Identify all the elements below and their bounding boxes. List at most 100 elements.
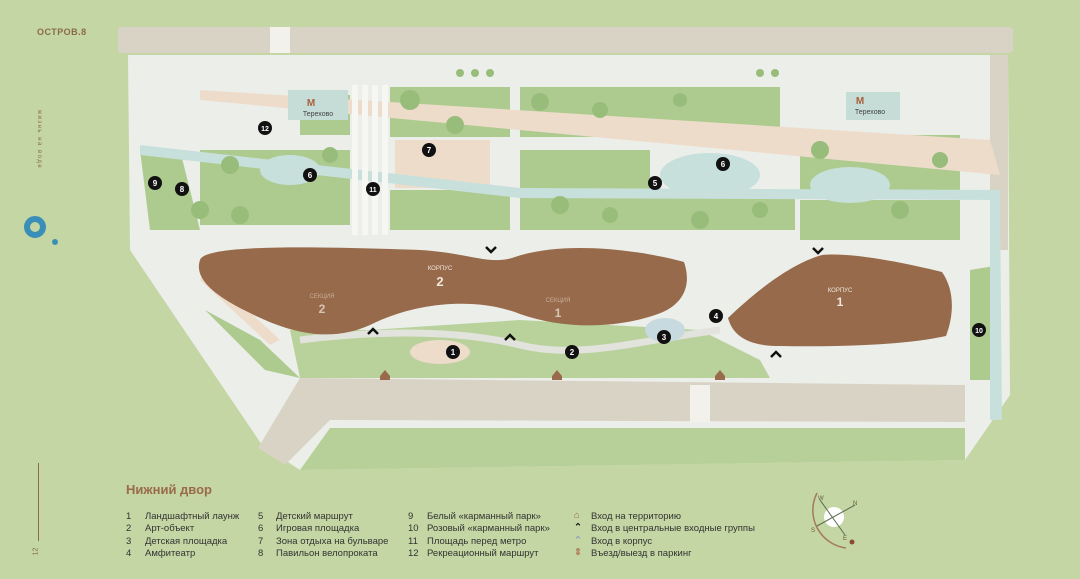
building-korpus-1 (728, 254, 952, 347)
marker-number: 10 (975, 328, 983, 335)
compass-n: N (853, 501, 857, 507)
legend-number: 8 (258, 548, 264, 559)
korpus-2-label: КОРПУС (428, 266, 453, 272)
legend-number: 11 (408, 536, 418, 547)
entrance-main-icon: ⌃ (574, 522, 582, 533)
map-marker-3[interactable]: 3 (657, 330, 671, 344)
marker-circle (422, 143, 436, 157)
legend-number: 5 (258, 511, 264, 522)
marker-number: 3 (662, 333, 667, 342)
logo-dot-icon (52, 239, 58, 245)
marker-circle (148, 176, 162, 190)
entrance-territory-icon: ⌂ (574, 510, 580, 521)
legend-label: Зона отдыха на бульваре (276, 536, 389, 547)
legend-label: Игровая площадка (276, 523, 360, 534)
parking-icon: ⇕ (574, 547, 582, 558)
marker-circle (366, 182, 380, 196)
map-marker-2[interactable]: 2 (565, 345, 579, 359)
marker-number: 6 (308, 171, 313, 180)
map-marker-9[interactable]: 9 (148, 176, 162, 190)
marker-circle (303, 168, 317, 182)
marker-number: 12 (261, 126, 269, 133)
map-marker-5[interactable]: 5 (648, 176, 662, 190)
legend-label: Ландшафтный лаунж (145, 511, 240, 522)
legend-label: Розовый «карманный парк» (427, 523, 550, 534)
compass-s: S (811, 528, 815, 534)
legend-symbol-label: Вход в центральные входные группы (591, 523, 755, 534)
korpus-2-number: 2 (436, 274, 443, 289)
marker-circle (657, 330, 671, 344)
main-entrance-icons (367, 246, 824, 358)
legend-number: 10 (408, 523, 419, 534)
brand-title: ОСТРОВ.8 (37, 27, 87, 37)
bottom-road (258, 378, 965, 465)
map-marker-12[interactable]: 12 (258, 121, 272, 135)
map-marker-11[interactable]: 11 (366, 182, 380, 196)
trees (191, 69, 948, 229)
legend-label: Амфитеатр (145, 548, 196, 559)
legend-label: Детский маршрут (276, 511, 353, 522)
marker-number: 9 (153, 179, 158, 188)
marker-number: 6 (721, 160, 726, 169)
marker-number: 4 (714, 312, 719, 321)
metro-name: Терехово (855, 109, 885, 116)
page-divider (38, 463, 39, 541)
marker-number: 11 (369, 187, 377, 194)
map-marker-6[interactable]: 6 (716, 157, 730, 171)
marker-circle (258, 121, 272, 135)
section-2-number: 2 (319, 302, 326, 316)
metro-station-1: M Терехово (288, 90, 348, 120)
legend-number: 3 (126, 536, 132, 547)
korpus-1-label: КОРПУС (828, 288, 853, 294)
legend-number: 9 (408, 511, 414, 522)
compass-w: W (818, 496, 824, 502)
section-2-label: СЕКЦИЯ (310, 294, 335, 300)
map-marker-7[interactable]: 7 (422, 143, 436, 157)
top-road (118, 27, 1013, 53)
legend-number: 12 (408, 548, 419, 559)
page-number: 12 (32, 547, 40, 556)
compass-e: E (843, 536, 847, 542)
legend-label: Детская площадка (145, 536, 228, 547)
legend-title: Нижний двор (126, 482, 212, 497)
marker-number: 5 (653, 179, 658, 188)
marker-number: 2 (570, 348, 575, 357)
map-marker-6[interactable]: 6 (303, 168, 317, 182)
marker-circle (175, 182, 189, 196)
legend-number: 7 (258, 536, 264, 547)
legend-symbol-label: Вход в корпус (591, 536, 653, 547)
legend-label: Площадь перед метро (427, 536, 527, 547)
territory-entrance-icons (380, 370, 725, 380)
top-crosswalk (270, 27, 290, 53)
marker-number: 7 (427, 146, 432, 155)
marker-circle (446, 345, 460, 359)
marker-circle (709, 309, 723, 323)
section-1-label: СЕКЦИЯ (546, 298, 571, 304)
marker-number: 1 (451, 348, 456, 357)
map-marker-10[interactable]: 10 (972, 323, 986, 337)
marker-number: 8 (180, 185, 185, 194)
korpus-1-number: 1 (837, 295, 844, 309)
compass: N E S W (811, 492, 857, 549)
legend-number: 2 (126, 523, 132, 534)
legend-number: 6 (258, 523, 264, 534)
courtyard (290, 318, 770, 378)
legend-number: 1 (126, 511, 132, 522)
map-marker-8[interactable]: 8 (175, 182, 189, 196)
logo-icon (24, 216, 46, 238)
marker-circle (716, 157, 730, 171)
metro-icon: M (856, 96, 864, 107)
legend-label: Белый «карманный парк» (427, 511, 541, 522)
map-marker-4[interactable]: 4 (709, 309, 723, 323)
marker-circle (972, 323, 986, 337)
legend-label: Арт-объект (145, 523, 195, 534)
section-1-number: 1 (555, 306, 562, 320)
building-korpus-2 (198, 247, 687, 335)
legend-number: 4 (126, 548, 132, 559)
metro-square (352, 85, 388, 235)
metro-name: Терехово (303, 111, 333, 118)
map-marker-1[interactable]: 1 (446, 345, 460, 359)
metro-icon: M (307, 98, 315, 109)
